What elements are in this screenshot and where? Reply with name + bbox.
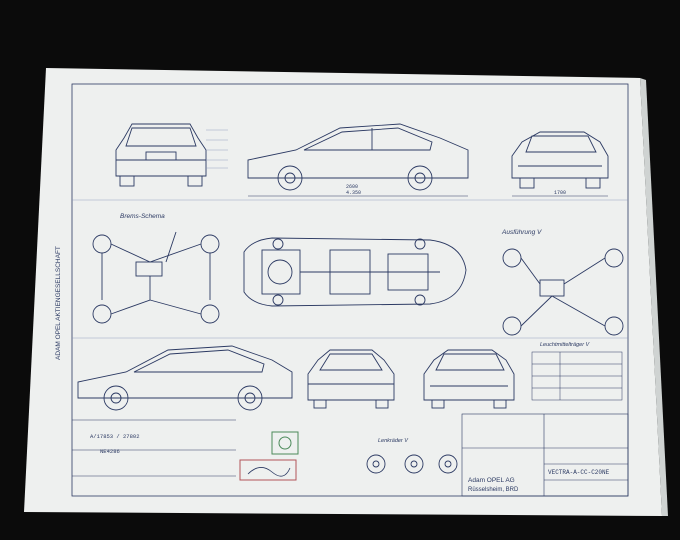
car-front-view-bottom	[423, 349, 515, 409]
dimension-main: 4.350	[346, 190, 361, 196]
steering-wheels	[366, 454, 458, 474]
section-variant-title: Ausführung V	[501, 229, 542, 236]
brake-schematic	[92, 231, 220, 324]
car-front-view-top	[511, 131, 609, 189]
drawing-frame	[71, 83, 629, 497]
doc-number: A/17853 / 27802	[90, 433, 140, 440]
green-stamp	[271, 431, 299, 455]
ref-number: NE4286	[100, 448, 120, 455]
leuchtmittel-label: Leuchtmittelträger V	[540, 342, 591, 348]
dimension-wheelbase: 2600	[346, 184, 358, 190]
info-block	[72, 419, 236, 477]
company-name: Adam OPEL AG	[468, 477, 515, 484]
company-city: Rüsselsheim, BRD	[468, 487, 519, 493]
car-rear-view-bottom	[307, 349, 395, 409]
lenkraeder-label: Lenkräder V	[378, 438, 409, 444]
car-plan-view	[243, 237, 467, 307]
spec-table	[531, 351, 623, 401]
dimension-width: 1700	[554, 190, 566, 196]
paper-shadow	[640, 78, 668, 516]
section-brake-title: Brems-Schema	[120, 213, 165, 220]
drawing-code: VECTRA-A-CC-C20NE	[548, 469, 610, 476]
paper-sheet	[24, 68, 662, 516]
side-title: ADAM OPEL AKTIENGESELLSCHAFT	[55, 246, 62, 360]
title-block	[461, 413, 629, 497]
car-side-view-top	[247, 123, 469, 191]
car-rear-view-top	[115, 123, 207, 187]
red-stamp	[239, 459, 297, 481]
car-side-view-bottom	[77, 345, 293, 411]
variant-brake-schematic	[502, 248, 624, 336]
